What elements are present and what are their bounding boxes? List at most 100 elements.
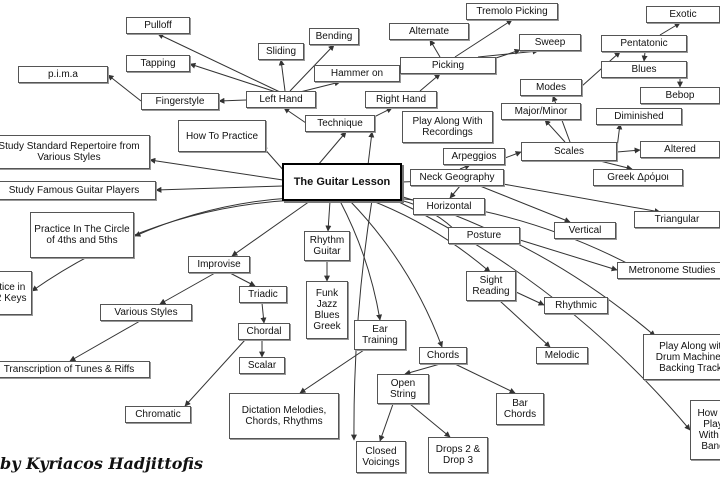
node-modes: Modes [520,79,582,96]
node-pulloff: Pulloff [126,17,190,34]
connector-arrow [659,22,681,36]
connector-arrow [616,123,623,149]
connector-arrow [231,200,311,257]
connector-arrow [449,185,461,199]
connector-arrow [283,107,307,124]
node-transcription: Transcription of Tunes & Riffs [0,361,150,378]
node-melodic: Melodic [536,347,588,364]
node-pima: p.i.m.a [18,66,108,83]
connector-arrow [499,300,551,348]
connector-arrow [189,62,277,93]
connector-arrow [515,291,545,306]
node-closed-voicings: Closed Voicings [356,441,406,473]
connector-arrow [69,320,141,362]
connector-arrow [599,160,633,171]
node-various-styles: Various Styles [100,304,192,321]
author-signature: by Kyriacos Hadjittofis [0,454,204,473]
node-chords: Chords [419,347,467,364]
connector-arrow [504,151,522,159]
node-play-along-recordings: Play Along With Recordings [402,111,493,143]
node-bending: Bending [309,28,359,45]
node-left-hand: Left Hand [246,91,316,108]
connector-arrow [218,97,247,104]
connector-arrow [616,147,641,154]
node-right-hand: Right Hand [365,91,437,108]
connector-arrow [454,19,513,58]
connector-arrow [325,200,332,232]
node-major-minor: Major/Minor [501,103,581,120]
node-scalar: Scalar [239,357,285,374]
connector-arrow [459,164,471,170]
node-how-to-practice: How To Practice [178,120,266,152]
node-bar-chords: Bar Chords [496,393,544,425]
connector-arrow [502,183,661,215]
node-triadic: Triadic [239,286,287,303]
node-fingerstyle: Fingerstyle [141,93,219,110]
node-sight-reading: Sight Reading [466,271,516,301]
connector-arrow [157,33,283,94]
connector-arrow [369,199,491,273]
connector-arrow [299,80,341,93]
node-funk-jazz-blues-greek: Funk Jazz Blues Greek [306,281,348,339]
node-open-string: Open String [377,374,429,404]
node-greek: Greek Δρόμοι [593,169,683,186]
node-alternate: Alternate [389,23,469,40]
node-ear-training: Ear Training [354,320,406,350]
node-neck-geography: Neck Geography [410,169,504,186]
connector-arrow [641,51,648,62]
node-circle-of-fourths: Practice In The Circle of 4ths and 5ths [30,212,134,258]
connector-arrow [349,200,443,348]
node-altered: Altered [640,141,720,158]
node-tapping: Tapping [126,55,190,72]
connector-arrow [289,44,335,92]
connector-arrow [149,157,284,181]
node-standard-repertoire: Study Standard Repertoire from Various S… [0,135,150,169]
connector-arrow [229,272,256,287]
node-triangular: Triangular [634,211,720,228]
node-bebop: Bebop [640,87,720,104]
node-exotic: Exotic [646,6,720,23]
node-sweep: Sweep [519,34,581,51]
connector-arrow [378,403,394,442]
node-metronome: Metronome Studies [617,262,720,279]
node-rhythmic: Rhythmic [544,297,608,314]
node-sliding: Sliding [258,43,304,60]
connector-arrow [278,59,286,92]
connector-arrow [429,39,441,58]
node-chromatic: Chromatic [125,406,191,423]
node-the-guitar-lesson: The Guitar Lesson [282,163,402,201]
connector-arrow [31,199,296,292]
node-blues: Blues [601,61,687,78]
node-chordal: Chordal [238,323,290,340]
connector-arrow [159,272,216,305]
connector-arrow [155,185,284,193]
connector-arrow [409,403,451,438]
node-dictation: Dictation Melodies, Chords, Rhythms [229,393,339,439]
connector-arrow [519,239,618,272]
node-play-along-drum: Play Along with Drum Machine & Backing T… [643,334,720,380]
node-picking: Picking [400,57,496,74]
connector-arrow [544,119,566,143]
connector-arrow [419,73,441,92]
node-tremolo-picking: Tremolo Picking [466,3,558,20]
connector-arrow [404,363,441,376]
connector-arrow [299,349,365,394]
node-posture: Posture [448,227,520,244]
node-horizontal: Horizontal [413,198,485,215]
node-rhythm-guitar: Rhythm Guitar [304,231,350,261]
node-vertical: Vertical [554,222,616,239]
connector-arrow [479,185,571,223]
node-technique: Technique [305,115,375,132]
connector-arrow [350,199,373,441]
node-pentatonic: Pentatonic [601,35,687,52]
node-drops: Drops 2 & Drop 3 [428,437,488,473]
connector-arrow [134,197,291,237]
connector-arrow [339,200,383,321]
connector-arrow [184,339,246,407]
node-famous-players: Study Famous Guitar Players [0,181,156,200]
node-improvise: Improvise [188,256,250,273]
connector-arrow [371,107,393,119]
connector-arrow [454,363,516,394]
